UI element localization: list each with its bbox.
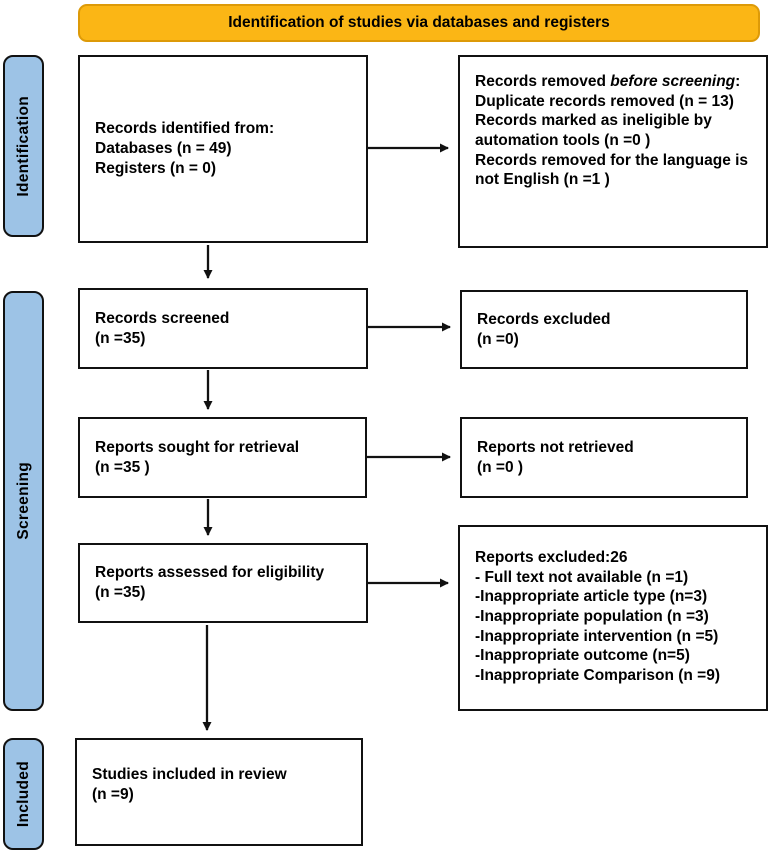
box-reports-assessed: Reports assessed for eligibility (n =35): [78, 543, 368, 623]
box-line: Databases (n = 49): [95, 140, 232, 158]
box-line: Duplicate records removed (n = 13): [475, 92, 734, 110]
box-reports-sought: Reports sought for retrieval (n =35 ): [78, 417, 367, 498]
box-line: -Inappropriate article type (n=3): [475, 588, 708, 606]
box-line: Records removed before screening:: [475, 72, 754, 92]
box-line: (n =35 ): [95, 458, 150, 476]
box-line: -Inappropriate intervention (n =5): [475, 627, 719, 645]
box-line: -Inappropriate Comparison (n =9): [475, 667, 721, 685]
box-line: Records excluded: [477, 310, 611, 328]
box-line: (n =35): [95, 329, 146, 347]
box-line: Reports assessed for eligibility: [95, 564, 325, 582]
box-line: Records screened: [95, 309, 230, 327]
box-line: Records marked as ineligible by automati…: [475, 112, 712, 150]
box-line: Reports sought for retrieval: [95, 438, 300, 456]
box-line: Studies included in review: [92, 766, 287, 784]
stage-label-screening: Screening: [3, 291, 44, 711]
banner-title: Identification of studies via databases …: [78, 4, 760, 42]
stage-label-included: Included: [3, 738, 44, 850]
box-studies-included: Studies included in review (n =9): [75, 738, 363, 846]
box-reports-excluded: Reports excluded:26 - Full text not avai…: [458, 525, 768, 711]
stage-label-identification: Identification: [3, 55, 44, 237]
box-line: Registers (n = 0): [95, 159, 217, 177]
box-records-identified: Records identified from: Databases (n = …: [78, 55, 368, 243]
box-line: - Full text not available (n =1): [475, 568, 689, 586]
stage-label-included-text: Included: [14, 760, 32, 828]
box-records-excluded: Records excluded (n =0): [460, 290, 748, 369]
box-line: -Inappropriate population (n =3): [475, 608, 709, 626]
stage-label-identification-text: Identification: [14, 95, 32, 197]
box-line: Reports not retrieved: [477, 438, 634, 456]
intro-suffix: :: [735, 73, 741, 90]
box-line: (n =35): [95, 584, 146, 601]
box-line: (n =0 ): [477, 458, 524, 476]
box-line: Records removed for the language is not …: [475, 151, 749, 189]
box-records-screened: Records screened (n =35): [78, 288, 368, 369]
banner-title-label: Identification of studies via databases …: [228, 14, 610, 31]
box-line: (n =9): [92, 786, 134, 803]
box-reports-not-retrieved: Reports not retrieved (n =0 ): [460, 417, 748, 498]
box-line: Reports excluded:26: [475, 549, 628, 566]
box-records-removed-before-screening: Records removed before screening: Duplic…: [458, 55, 768, 248]
stage-label-screening-text: Screening: [14, 462, 32, 540]
box-line: (n =0): [477, 330, 519, 348]
intro-italic: before screening: [610, 73, 736, 90]
box-line: -Inappropriate outcome (n=5): [475, 647, 690, 665]
intro-prefix: Records removed: [475, 73, 611, 90]
box-line: Records identified from:: [95, 120, 275, 138]
